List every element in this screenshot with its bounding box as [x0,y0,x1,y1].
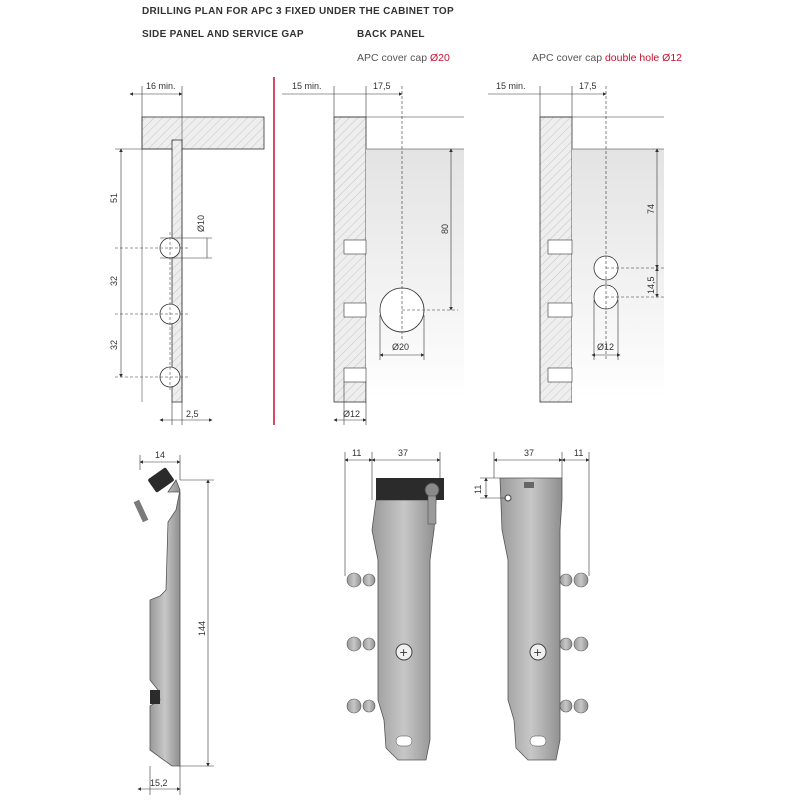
dowel-hole-12-1 [547,239,573,255]
dim-dia-12-b: Ø12 [597,342,614,352]
bracket-side-clip [150,690,160,704]
dim-14: 14 [155,450,165,460]
back-panel-12-view: 15 min. 17,5 74 14,5 Ø12 [488,81,664,403]
back-panel-20-dimension-lines [282,86,458,425]
back-panel-20-wall [333,116,367,403]
side-dimension-lines [115,86,213,425]
dim-16-min: 16 min. [146,81,176,91]
dim-2-5: 2,5 [186,409,199,419]
dowel-hole-12-3 [547,367,573,383]
dim-144: 144 [197,621,207,636]
bracket-back-dimension-lines [480,452,590,576]
drawing-title: DRILLING PLAN FOR APC 3 FIXED UNDER THE … [142,6,454,17]
cover-cap-12-highlight: double hole Ø12 [604,52,683,64]
cabinet-top-section [141,116,265,150]
dim-80: 80 [440,224,450,234]
bracket-front-adjuster-cross: + [399,646,408,659]
dim-17-5-b: 17,5 [579,81,597,91]
dim-15-min-a: 15 min. [292,81,322,91]
bracket-side-view: 14 144 15,2 [133,450,214,795]
bracket-back-adjuster [529,643,547,661]
bracket-front-screw [427,495,437,525]
bracket-front-adjuster [395,643,413,661]
dowel-hole-20-1 [343,239,367,255]
bracket-front-slot [395,735,413,747]
bracket-side-screw [133,499,149,523]
back-panel-12-face [572,149,664,402]
cover-cap-12-caption: APC cover cap double hole Ø12 [532,52,682,64]
dim-74: 74 [646,204,656,214]
bracket-side-dimension-lines [137,455,214,795]
dim-51: 51 [109,193,119,203]
dim-dia-20: Ø20 [392,342,409,352]
cover-cap-20-highlight: Ø20 [429,52,450,64]
bracket-side-cap [148,467,174,493]
dowel-hole-20-3 [343,367,367,383]
dim-15-min-b: 15 min. [496,81,526,91]
dim-dia-10: Ø10 [196,215,206,232]
dowel-hole-12-2 [547,302,573,318]
bracket-back-slot [529,735,547,747]
side-panel-view: 16 min. 51 32 32 Ø10 2,5 [109,81,265,425]
bracket-front-dimension-lines [344,452,441,576]
bracket-front-view: + 11 37 [344,448,444,761]
dim-32-b: 32 [109,340,119,350]
dim-37-a: 37 [398,448,408,458]
dim-15-2: 15,2 [150,778,168,788]
dim-17-5-a: 17,5 [373,81,391,91]
bracket-front-screw-head [424,482,440,498]
bracket-back-body [499,477,563,761]
cover-cap-12-prefix: APC cover cap [532,52,605,64]
dim-32-a: 32 [109,276,119,286]
bracket-side-body [149,479,181,767]
dim-37-b: 37 [524,448,534,458]
dowel-hole-20-2 [343,302,367,318]
cover-cap-20-prefix: APC cover cap [357,52,430,64]
bracket-back-adjuster-cross: + [533,646,542,659]
dim-11-b: 11 [574,448,583,458]
back-panel-heading: BACK PANEL [357,29,425,40]
dim-14-5: 14,5 [646,276,656,294]
bracket-back-knobs [559,572,589,714]
bracket-back-top-rect [524,482,534,488]
side-hole-centerlines [115,232,190,392]
bracket-back-view: + 37 11 11 [473,448,590,761]
cover-cap-20-caption: APC cover cap Ø20 [357,52,450,64]
bracket-front-knobs [346,572,376,714]
dim-11-a: 11 [352,448,361,458]
back-panel-12-wall [539,116,573,403]
back-panel-12-dimension-lines [488,86,664,360]
bracket-front-body [371,499,437,761]
side-panel-strip [171,139,183,403]
dim-dia-12-a: Ø12 [343,409,360,419]
side-panel-heading: SIDE PANEL AND SERVICE GAP [142,29,304,40]
back-panel-20-view: 15 min. 17,5 80 Ø20 Ø12 [282,81,464,425]
back-panel-20-face [366,149,464,402]
dim-11-vertical: 11 [473,485,483,494]
